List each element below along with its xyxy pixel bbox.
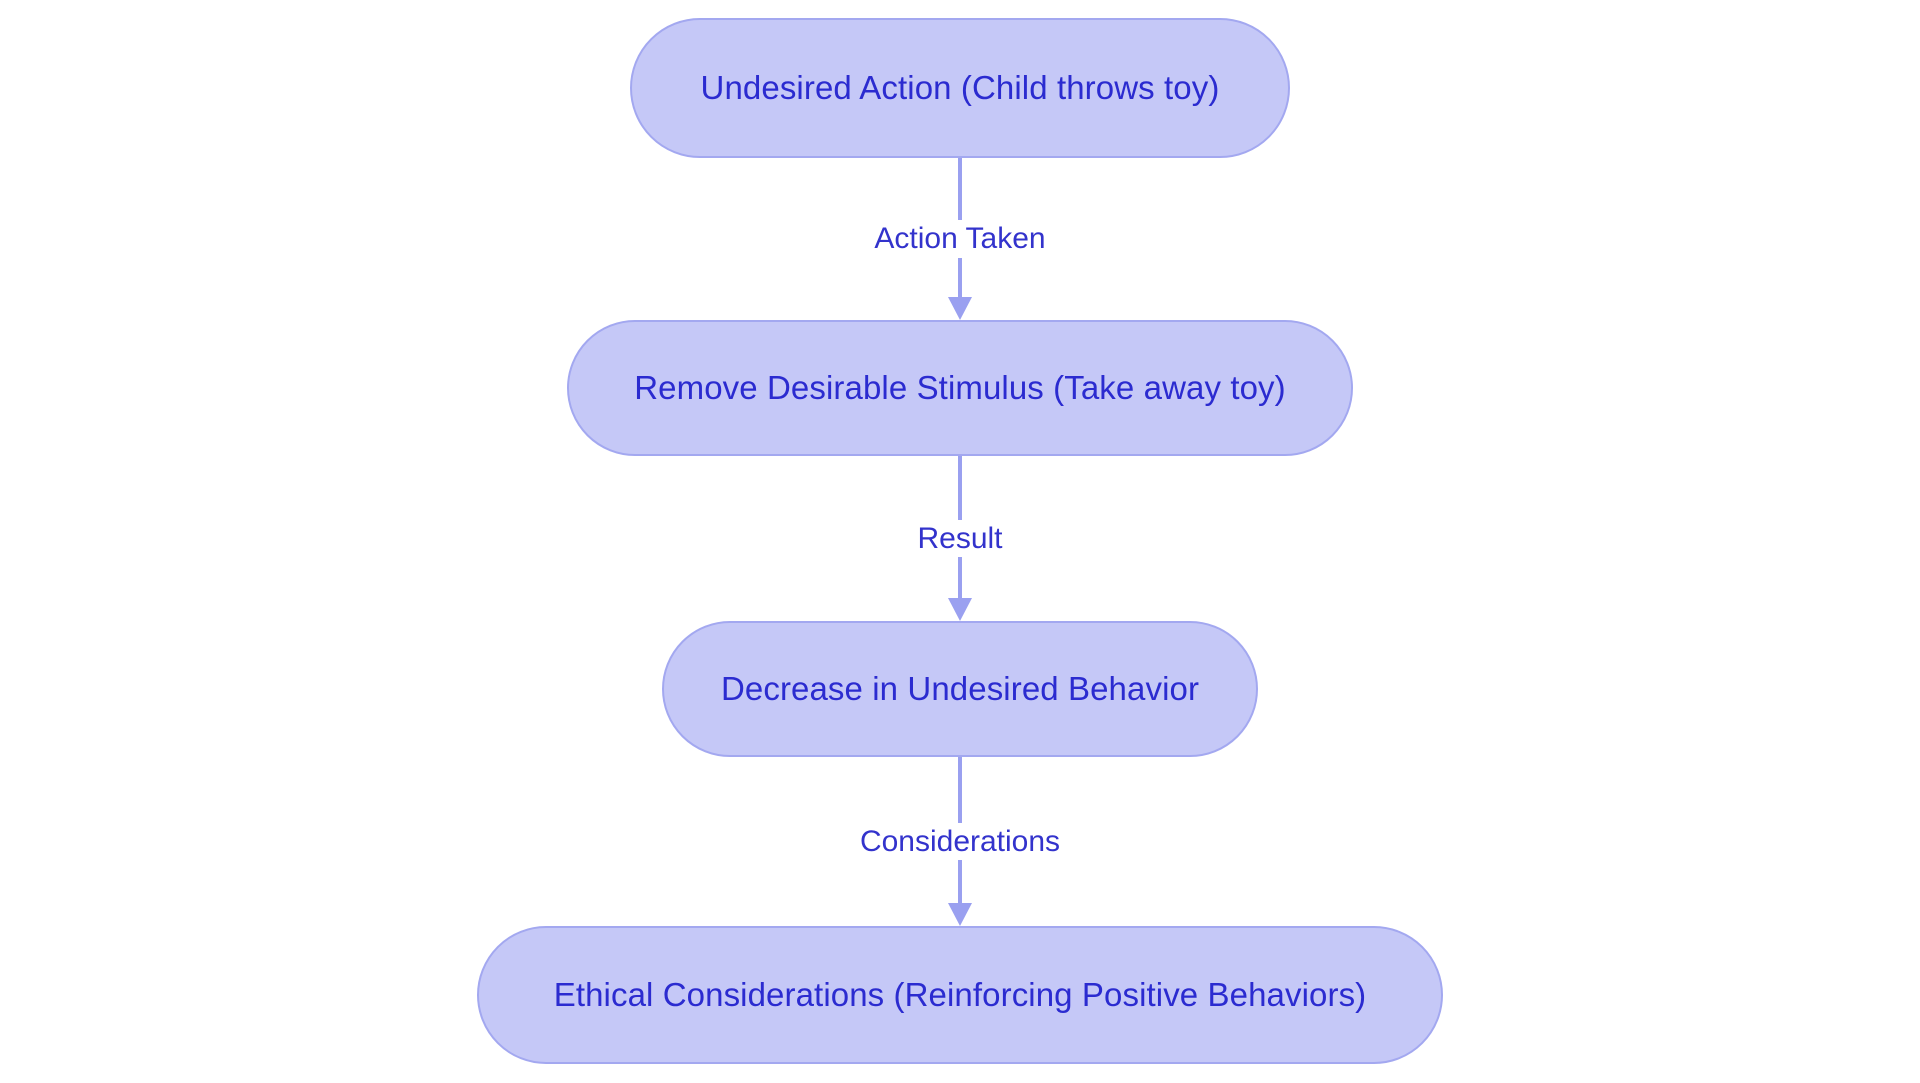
- flow-edge-result: Result: [830, 456, 1090, 621]
- edge-label-action-taken: Action Taken: [865, 220, 1055, 258]
- arrow-head-icon: [948, 297, 972, 320]
- edge-label-considerations: Considerations: [850, 822, 1070, 861]
- arrow-head-icon: [948, 903, 972, 926]
- flow-node-label: Ethical Considerations (Reinforcing Posi…: [553, 975, 1367, 1013]
- arrow-head-icon: [948, 598, 972, 621]
- flow-node-ethical-considerations[interactable]: Ethical Considerations (Reinforcing Posi…: [477, 926, 1443, 1064]
- flow-node-label: Remove Desirable Stimulus (Take away toy…: [634, 368, 1286, 406]
- flow-node-label: Undesired Action (Child throws toy): [700, 68, 1220, 106]
- flow-edge-considerations: Considerations: [830, 757, 1090, 926]
- flow-node-undesired-action[interactable]: Undesired Action (Child throws toy): [630, 18, 1290, 158]
- flow-node-remove-stimulus[interactable]: Remove Desirable Stimulus (Take away toy…: [567, 320, 1353, 456]
- edge-label-result: Result: [908, 519, 1012, 558]
- flow-node-label: Decrease in Undesired Behavior: [720, 669, 1200, 707]
- flow-edge-action-taken: Action Taken: [830, 158, 1090, 320]
- flow-node-decrease-behavior[interactable]: Decrease in Undesired Behavior: [662, 621, 1258, 757]
